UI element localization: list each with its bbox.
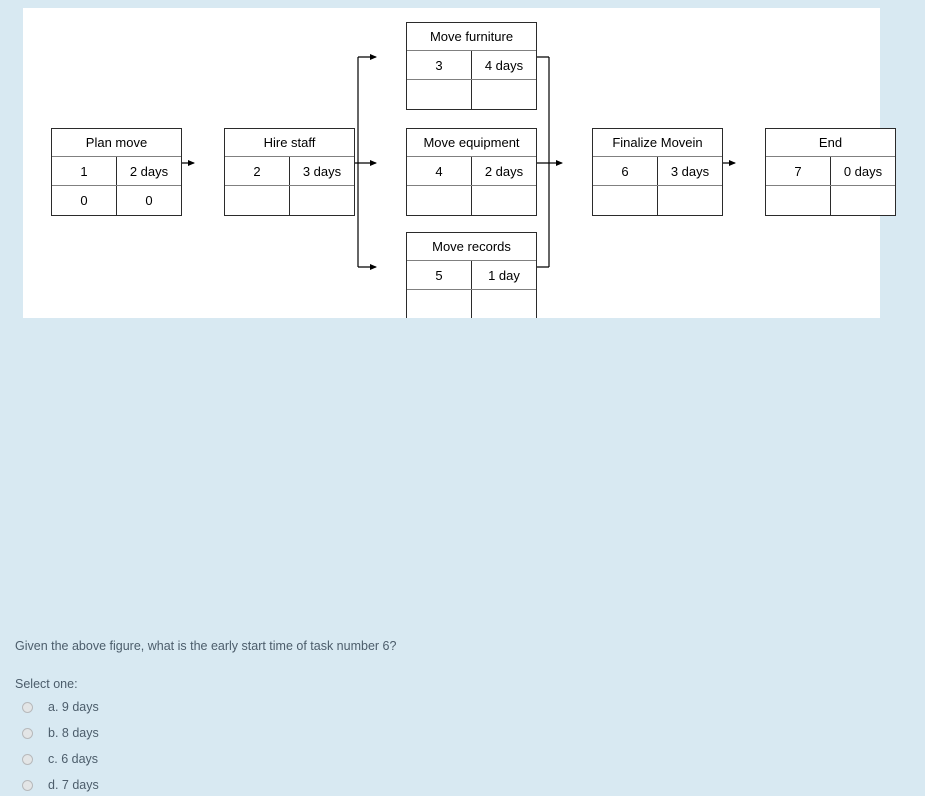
answer-option-label: c. 6 days <box>48 752 99 766</box>
node-hire-staff: Hire staff 2 3 days <box>224 128 355 216</box>
answer-option-c[interactable]: c. 6 days <box>15 748 98 770</box>
node-row-secondary <box>407 290 536 319</box>
node-end: End 7 0 days <box>765 128 896 216</box>
node-title: Hire staff <box>225 129 354 157</box>
node-row-main: 5 1 day <box>407 261 536 290</box>
node-bottom-right <box>472 290 536 319</box>
radio-button-icon[interactable] <box>22 727 33 739</box>
node-row-secondary <box>225 186 354 215</box>
node-duration: 2 days <box>484 163 524 179</box>
node-move-furniture: Move furniture 3 4 days <box>406 22 537 110</box>
node-bottom-left <box>407 80 472 109</box>
node-row-main: 6 3 days <box>593 157 722 186</box>
node-duration: 4 days <box>484 57 524 73</box>
node-row-main: 4 2 days <box>407 157 536 186</box>
node-title: Move furniture <box>407 23 536 51</box>
node-title: Finalize Movein <box>593 129 722 157</box>
node-title: Move records <box>407 233 536 261</box>
node-bottom-right <box>472 80 536 109</box>
node-row-main: 3 4 days <box>407 51 536 80</box>
select-one-label: Select one: <box>15 677 78 691</box>
node-finalize-movein: Finalize Movein 6 3 days <box>592 128 723 216</box>
radio-button-icon[interactable] <box>22 779 33 791</box>
node-duration: 0 days <box>843 163 883 179</box>
answer-option-a[interactable]: a. 9 days <box>15 696 99 718</box>
question-prompt: Given the above figure, what is the earl… <box>15 639 397 653</box>
node-title: Move equipment <box>407 129 536 157</box>
node-task-number: 2 <box>225 157 290 185</box>
node-duration: 3 days <box>670 163 710 179</box>
node-row-main: 7 0 days <box>766 157 895 186</box>
node-bottom-right <box>658 186 722 215</box>
node-plan-move: Plan move 1 2 days 0 0 <box>51 128 182 216</box>
answer-option-label: a. 9 days <box>48 700 99 714</box>
node-task-number: 4 <box>407 157 472 185</box>
node-row-secondary <box>407 186 536 215</box>
node-bottom-left <box>225 186 290 215</box>
node-row-secondary <box>766 186 895 215</box>
node-row-main: 1 2 days <box>52 157 181 186</box>
node-move-equipment: Move equipment 4 2 days <box>406 128 537 216</box>
node-bottom-right <box>290 186 354 215</box>
question-area: Given the above figure, what is the earl… <box>0 318 925 792</box>
node-bottom-left <box>407 290 472 319</box>
node-duration: 2 days <box>129 163 169 179</box>
answer-option-label: b. 8 days <box>48 726 99 740</box>
node-bottom-right <box>472 186 536 215</box>
node-bottom-left <box>407 186 472 215</box>
radio-button-icon[interactable] <box>22 753 33 765</box>
answer-option-b[interactable]: b. 8 days <box>15 722 99 744</box>
node-task-number: 7 <box>766 157 831 185</box>
node-bottom-left <box>766 186 831 215</box>
radio-button-icon[interactable] <box>22 701 33 713</box>
node-duration: 3 days <box>302 163 342 179</box>
node-bottom-left: 0 <box>52 186 117 215</box>
node-bottom-left <box>593 186 658 215</box>
answer-option-d[interactable]: d. 7 days <box>15 774 99 796</box>
node-task-number: 3 <box>407 51 472 79</box>
node-bottom-right: 0 <box>145 193 153 208</box>
node-title: Plan move <box>52 129 181 157</box>
answer-option-label: d. 7 days <box>48 778 99 792</box>
node-row-secondary: 0 0 <box>52 186 181 215</box>
node-task-number: 1 <box>52 157 117 185</box>
node-duration: 1 day <box>488 267 520 283</box>
node-move-records: Move records 5 1 day <box>406 232 537 320</box>
node-row-main: 2 3 days <box>225 157 354 186</box>
node-bottom-right <box>831 186 895 215</box>
node-row-secondary <box>593 186 722 215</box>
node-task-number: 5 <box>407 261 472 289</box>
figure-panel: Plan move 1 2 days 0 0 Hire staff 2 3 da… <box>23 8 896 320</box>
node-title: End <box>766 129 895 157</box>
node-task-number: 6 <box>593 157 658 185</box>
node-row-secondary <box>407 80 536 109</box>
